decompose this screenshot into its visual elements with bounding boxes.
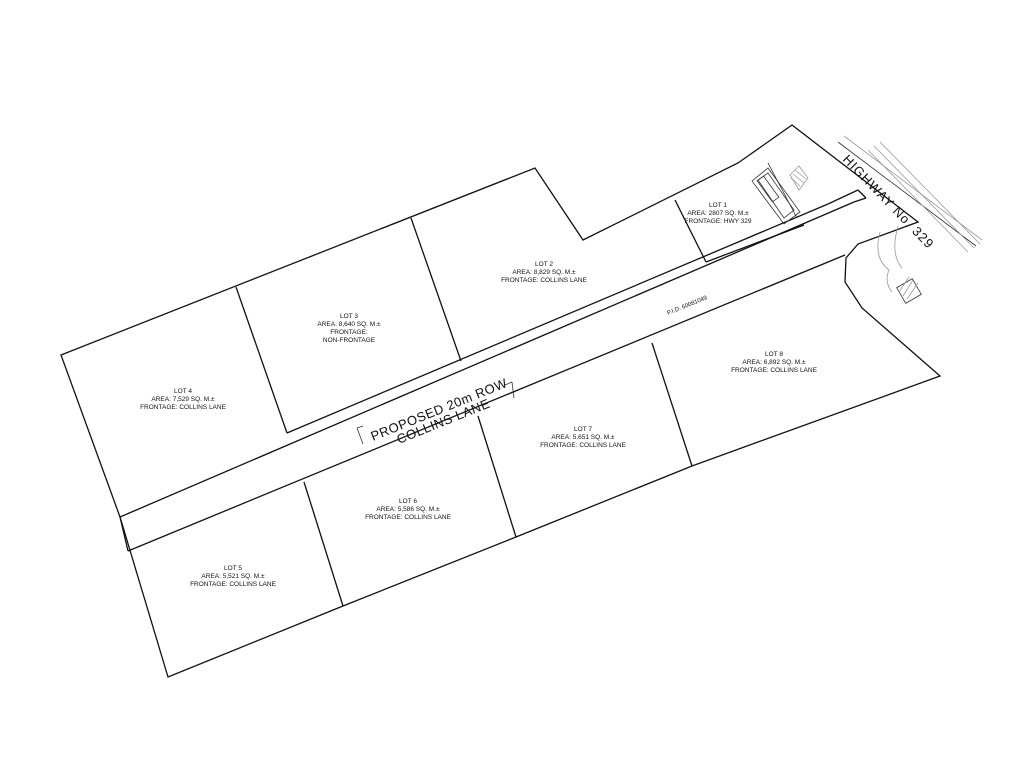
lot-3-label: LOT 3 AREA: 8,640 SQ. M.± FRONTAGE: NON-… bbox=[317, 313, 381, 344]
lot-name: LOT 5 bbox=[224, 565, 242, 572]
row-south-line bbox=[127, 254, 846, 552]
lot-area: AREA: 7,529 SQ. M.± bbox=[151, 396, 215, 403]
lot-4-label: LOT 4 AREA: 7,529 SQ. M.± FRONTAGE: COLL… bbox=[140, 388, 227, 411]
lot-frontage-type: NON-FRONTAGE bbox=[323, 337, 376, 344]
lot-frontage: FRONTAGE: COLLINS LANE bbox=[731, 367, 818, 374]
lot-frontage: FRONTAGE: COLLINS LANE bbox=[365, 514, 452, 521]
structure-core bbox=[756, 175, 780, 203]
lot-area: AREA: 6,892 SQ. M.± bbox=[742, 359, 806, 366]
lot-dividers bbox=[235, 199, 805, 607]
highway-centre-line bbox=[873, 145, 975, 249]
lot-6-label: LOT 6 AREA: 5,586 SQ. M.± FRONTAGE: COLL… bbox=[365, 498, 452, 521]
lot-frontage: FRONTAGE: bbox=[330, 329, 368, 336]
lot-frontage: FRONTAGE: COLLINS LANE bbox=[140, 404, 227, 411]
hatched-square bbox=[896, 278, 922, 304]
lot-8-label: LOT 8 AREA: 6,892 SQ. M.± FRONTAGE: COLL… bbox=[731, 351, 818, 374]
lot-area: AREA: 5,586 SQ. M.± bbox=[376, 506, 440, 513]
lot-name: LOT 7 bbox=[574, 426, 592, 433]
lot-line-3-4 bbox=[235, 286, 288, 434]
hatched-marker bbox=[789, 165, 809, 191]
lot-name: LOT 1 bbox=[709, 202, 727, 209]
lot-frontage: FRONTAGE: COLLINS LANE bbox=[501, 277, 588, 284]
highway-329: HIGHWAY No. 329 bbox=[837, 135, 983, 253]
row-bracket-right bbox=[504, 381, 515, 399]
lot-frontage: FRONTAGE: COLLINS LANE bbox=[190, 581, 277, 588]
lot-area: AREA: 2807 SQ. M.± bbox=[687, 210, 749, 217]
lot-7-label: LOT 7 AREA: 5,651 SQ. M.± FRONTAGE: COLL… bbox=[540, 426, 627, 449]
hatched-square-fill bbox=[898, 276, 919, 300]
row-bracket-left bbox=[356, 425, 364, 445]
highway-centre-line bbox=[879, 141, 981, 245]
lot-name: LOT 6 bbox=[399, 498, 417, 505]
lot-name: LOT 2 bbox=[535, 261, 553, 268]
row-north-line bbox=[286, 203, 829, 434]
lot-5-label: LOT 5 AREA: 5,521 SQ. M.± FRONTAGE: COLL… bbox=[190, 565, 277, 588]
row-south-line bbox=[119, 201, 855, 518]
lot-area: AREA: 8,640 SQ. M.± bbox=[317, 321, 381, 328]
highway-edge-line bbox=[837, 141, 977, 247]
lot-frontage: FRONTAGE: HWY 329 bbox=[685, 218, 752, 225]
driveway-path bbox=[877, 225, 903, 293]
lot-name: LOT 4 bbox=[174, 388, 192, 395]
lot-line-7-8 bbox=[651, 342, 693, 467]
hatch-lines bbox=[790, 169, 807, 187]
lot-2-label: LOT 2 AREA: 8,829 SQ. M.± FRONTAGE: COLL… bbox=[501, 261, 588, 284]
lot-line-1-2 bbox=[674, 199, 707, 263]
lot-area: AREA: 5,521 SQ. M.± bbox=[201, 573, 265, 580]
lot-line-5-6 bbox=[303, 481, 344, 607]
lot-name: LOT 8 bbox=[765, 351, 783, 358]
lot-line-1-south bbox=[705, 224, 805, 263]
row-north-line bbox=[827, 189, 859, 205]
structure-axis bbox=[767, 162, 798, 219]
row-end-line bbox=[857, 189, 867, 199]
lot-line-6-7 bbox=[477, 415, 517, 538]
lot-name: LOT 3 bbox=[340, 313, 358, 320]
lot-1-label: LOT 1 AREA: 2807 SQ. M.± FRONTAGE: HWY 3… bbox=[685, 202, 752, 225]
rounded-structure bbox=[751, 167, 801, 225]
lot-1-features bbox=[751, 162, 809, 225]
property-boundary bbox=[60, 124, 942, 678]
row-end-line bbox=[853, 197, 867, 203]
east-features bbox=[877, 225, 922, 304]
lot-line-2-3 bbox=[410, 217, 462, 362]
rounded-structure-inner bbox=[757, 172, 795, 219]
lot-area: AREA: 8,829 SQ. M.± bbox=[512, 269, 576, 276]
highway-centre-line bbox=[867, 149, 969, 253]
lot-area: AREA: 5,651 SQ. M.± bbox=[551, 434, 615, 441]
lot-frontage: FRONTAGE: COLLINS LANE bbox=[540, 442, 627, 449]
row-end-line bbox=[119, 516, 129, 552]
